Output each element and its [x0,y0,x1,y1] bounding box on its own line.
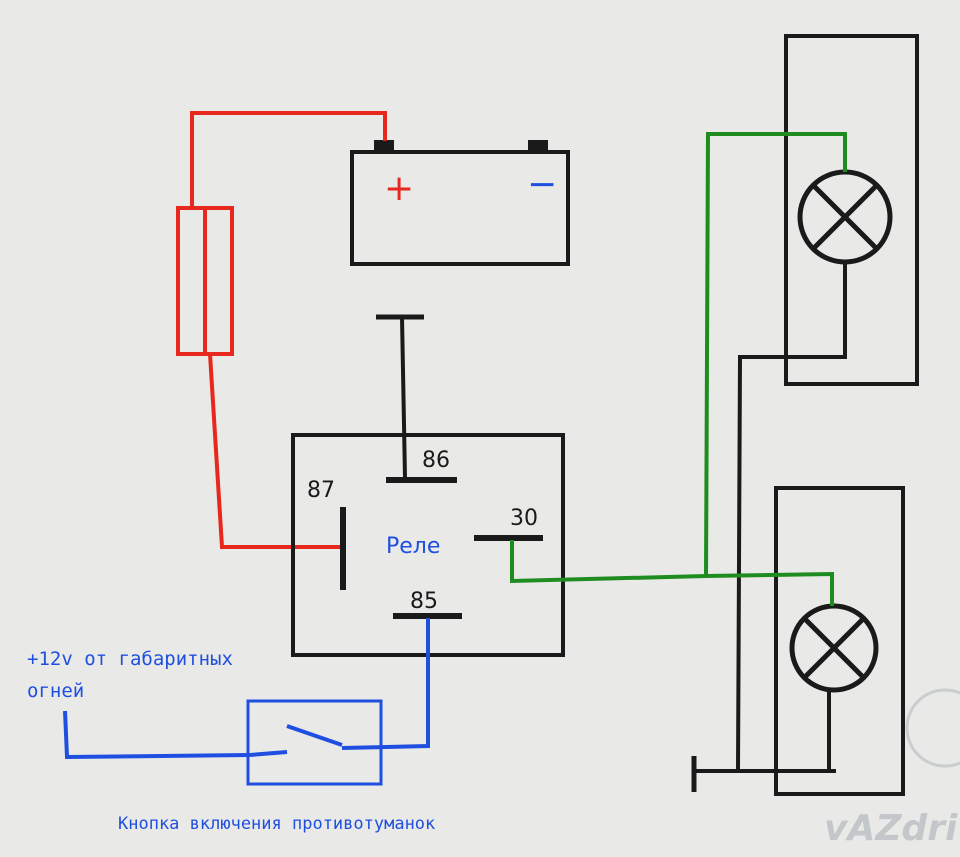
switch-lead-left [249,750,288,757]
battery-negative-terminal [528,140,548,153]
source-label-line2: огней [27,680,84,702]
green-wire [510,132,847,606]
watermark: vAZdri [824,688,960,849]
fog-lamp-top [784,34,919,386]
relay: 86 87 30 85 Реле [291,314,565,657]
ground-wires [691,262,847,792]
green-wire-to-bottom-lamp [705,571,834,606]
source-label-line1: +12v от габаритных [27,648,233,670]
battery-minus-sign: − [527,164,557,205]
red-wire-battery-to-fuse [190,111,387,210]
battery-body [350,150,570,266]
watermark-text: vAZdri [824,808,958,849]
red-wire-fuse-to-relay [208,353,340,549]
ground-wire-top-lamp [736,262,847,771]
switch-lever [286,724,343,747]
pin-87-label: 87 [307,478,335,503]
blue-wire-switch-to-relay [341,618,430,750]
battery-positive-terminal [374,140,394,153]
fog-lamp-bottom-housing [774,486,905,796]
switch-box [246,699,383,786]
battery-plus-sign: + [384,168,414,209]
lamp-top-cross-b [811,183,879,251]
relay-label: Реле [386,534,440,559]
green-wire-to-top-lamp [704,132,847,577]
pin-86-wire [400,316,407,479]
blue-wire [63,618,430,786]
pin-86-label: 86 [422,448,450,473]
blue-wire-source-to-switch [63,710,251,760]
fog-lamp-bottom [774,486,905,796]
green-wire-relay-to-split [510,540,707,584]
red-wire [176,111,387,549]
watermark-logo [905,688,960,768]
lamp-bottom-cross-b [802,616,866,680]
pin-30-label: 30 [510,506,538,531]
fog-lamp-top-housing [784,34,919,386]
pin-85-label: 85 [410,589,438,614]
battery: + − [350,140,570,266]
switch-caption: Кнопка включения противотуманок [118,814,435,834]
